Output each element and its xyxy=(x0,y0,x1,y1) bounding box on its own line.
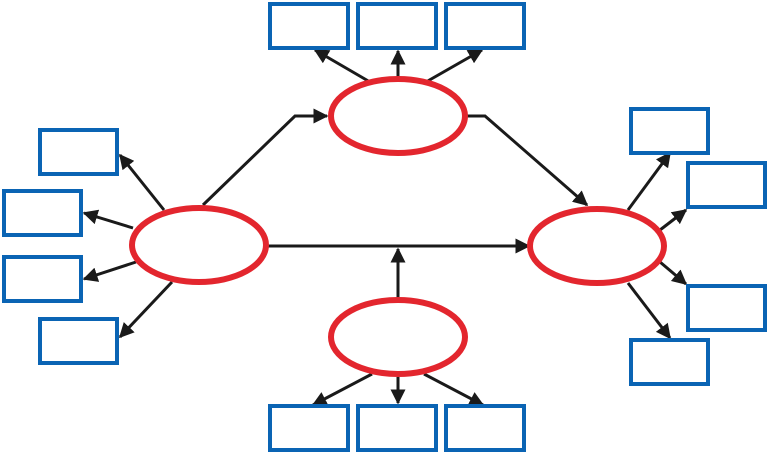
arrow-top-box-3 xyxy=(425,48,484,84)
arrow-top-box-1 xyxy=(313,48,371,84)
ellipse-right xyxy=(527,206,667,286)
ellipse-bottom xyxy=(328,297,468,377)
right-box-1 xyxy=(629,107,710,155)
arrow-right-box-3 xyxy=(659,260,688,286)
left-box-2 xyxy=(2,189,83,237)
left-box-4 xyxy=(38,317,119,365)
arrow-bottom-box-1 xyxy=(311,372,373,407)
ellipse-group xyxy=(129,76,667,377)
left-box-1 xyxy=(38,128,119,176)
top-box-2 xyxy=(356,2,438,50)
arrow-right-box-1 xyxy=(626,151,672,211)
right-box-4 xyxy=(629,338,710,386)
arrow-left-box-1 xyxy=(118,153,166,211)
arrow-left-box-2 xyxy=(82,209,134,230)
ellipse-left xyxy=(129,205,269,285)
connector-group xyxy=(82,48,688,407)
arrow-bottom-box-3 xyxy=(423,372,485,407)
arrow-top-to-right xyxy=(465,114,589,207)
right-box-2 xyxy=(686,161,767,209)
top-box-1 xyxy=(268,2,350,50)
arrow-right-box-4 xyxy=(626,282,672,340)
arrow-left-box-3 xyxy=(82,260,137,282)
bottom-box-2 xyxy=(356,404,438,452)
arrow-right-box-2 xyxy=(659,208,688,232)
left-box-3 xyxy=(2,255,83,303)
right-box-3 xyxy=(686,284,767,332)
arrow-left-box-4 xyxy=(118,280,174,339)
ellipse-top xyxy=(328,76,468,156)
arrow-left-to-top xyxy=(201,108,329,207)
bottom-box-3 xyxy=(444,404,526,452)
bottom-box-1 xyxy=(268,404,350,452)
top-box-3 xyxy=(444,2,526,50)
